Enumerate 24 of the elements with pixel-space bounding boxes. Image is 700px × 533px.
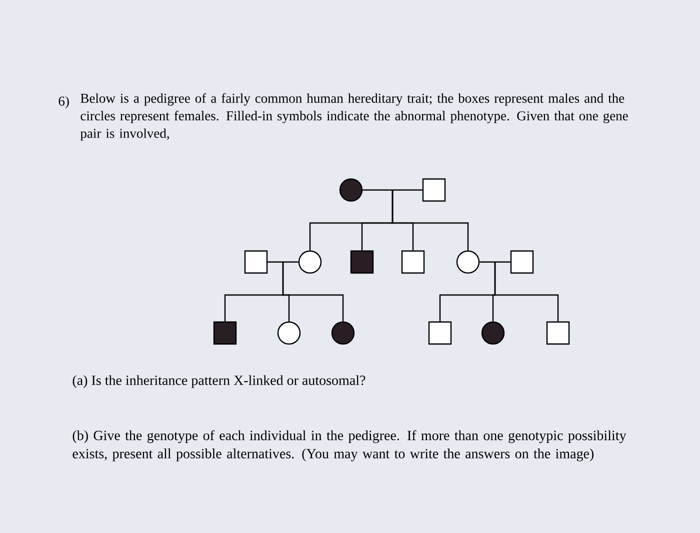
question-text: Below is a pedigree of a fairly common human hereditary trait; the boxes represent males and the circles represent females. Filled-in symbols indicate the abnormal phenotype. Given that one gene pair is involved, <box>80 93 628 141</box>
marriage-line <box>362 189 422 191</box>
male-square <box>510 250 534 274</box>
descent-line <box>282 262 344 322</box>
female-circle <box>298 250 322 274</box>
male-square <box>401 250 425 274</box>
male-square <box>546 321 570 345</box>
question-text: (b) Give the genotype of each individual in the pedigree. If more than one genotypic possibility exists, present all possible alternatives. (You may want to write the answers on the image) <box>72 430 626 462</box>
male-square <box>428 321 452 345</box>
descent-line <box>494 262 559 322</box>
marriage-line <box>480 261 510 263</box>
male-square <box>422 178 446 202</box>
affected-female-circle <box>481 321 505 345</box>
affected-female-circle <box>339 178 363 202</box>
marriage-line <box>268 261 298 263</box>
affected-male-square <box>350 250 374 274</box>
affected-female-circle <box>331 321 355 345</box>
female-circle <box>277 321 301 345</box>
question-number: 6) <box>58 96 69 108</box>
descent-line <box>392 190 469 250</box>
affected-male-square <box>213 321 237 345</box>
female-circle <box>456 250 480 274</box>
male-square <box>244 250 268 274</box>
question-text: (a) Is the inheritance pattern X-linked or autosomal? <box>72 375 366 388</box>
